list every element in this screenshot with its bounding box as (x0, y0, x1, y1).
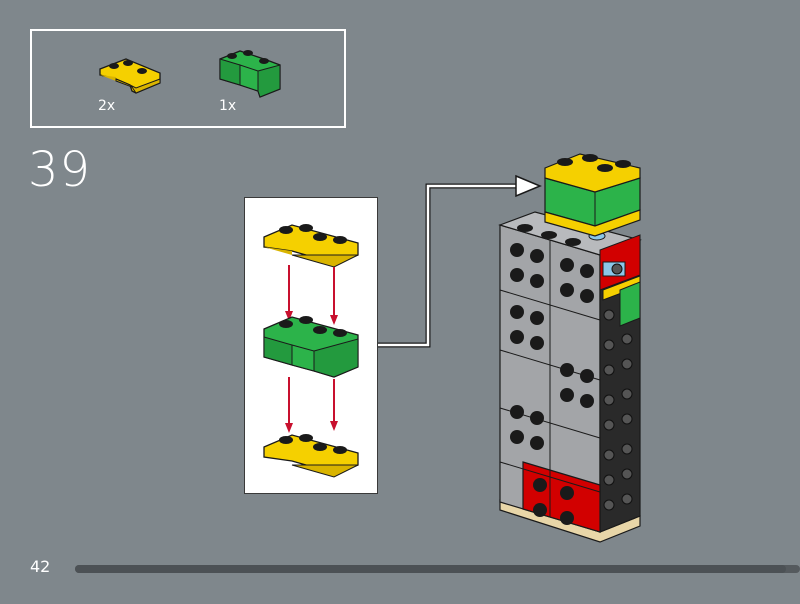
cap-yellow-plate-lower (544, 209, 641, 237)
upper-green-strip (619, 281, 641, 327)
sub-green-brick (263, 316, 359, 378)
sub-assembly-diagram (263, 224, 359, 478)
progress-bar-fill (75, 565, 786, 573)
page-number: 42 (30, 557, 51, 576)
side-studs (510, 243, 594, 525)
green-brick-quantity: 1x (219, 98, 237, 114)
progress-bar (75, 565, 800, 573)
yellow-corner-plate-icon (99, 58, 161, 94)
assembly-arrows (285, 265, 338, 433)
yellow-plate-quantity: 2x (98, 98, 116, 114)
sub-yellow-plate-bottom (263, 434, 359, 478)
step-number: 39 (28, 142, 92, 198)
sub-yellow-plate-top (263, 224, 359, 268)
green-corner-brick-icon (219, 50, 281, 98)
tower-model (498, 153, 642, 543)
parts-list-box (30, 29, 346, 128)
